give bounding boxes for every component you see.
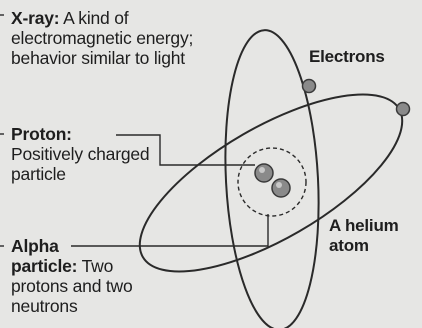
helium-atom-label: A helium atom: [329, 216, 399, 256]
proton-leader-line: [116, 134, 255, 166]
proton-label: Proton: Positively charged particle: [11, 124, 201, 184]
alpha-leader-line: [71, 214, 269, 247]
helium-label-line2: atom: [329, 236, 369, 255]
nucleus-boundary: [237, 147, 307, 217]
alpha-term-line2: particle:: [11, 256, 78, 276]
alpha-particle-label: Alpha particle: Two protons and two neut…: [11, 236, 161, 316]
xray-term: X-ray:: [11, 8, 60, 28]
nucleus-particle-highlight: [259, 167, 265, 173]
alpha-term-line1: Alpha: [11, 236, 59, 256]
nucleus-particle-highlight: [276, 182, 282, 188]
xray-label: X-ray: A kind of electromagnetic energy;…: [11, 8, 211, 68]
electron: [301, 78, 317, 94]
helium-label-line1: A helium: [329, 216, 399, 235]
proton-term: Proton:: [11, 124, 72, 144]
proton-description: Positively charged particle: [11, 144, 150, 184]
alpha-description: Two protons and two neutrons: [11, 256, 133, 316]
orbit-vertical: [224, 29, 320, 328]
nucleus-particle: [254, 163, 274, 183]
electron: [395, 101, 411, 117]
nucleus-particle: [271, 178, 291, 198]
electrons-label: Electrons: [309, 47, 385, 66]
xray-description: A kind of electromagnetic energy; behavi…: [11, 8, 194, 68]
